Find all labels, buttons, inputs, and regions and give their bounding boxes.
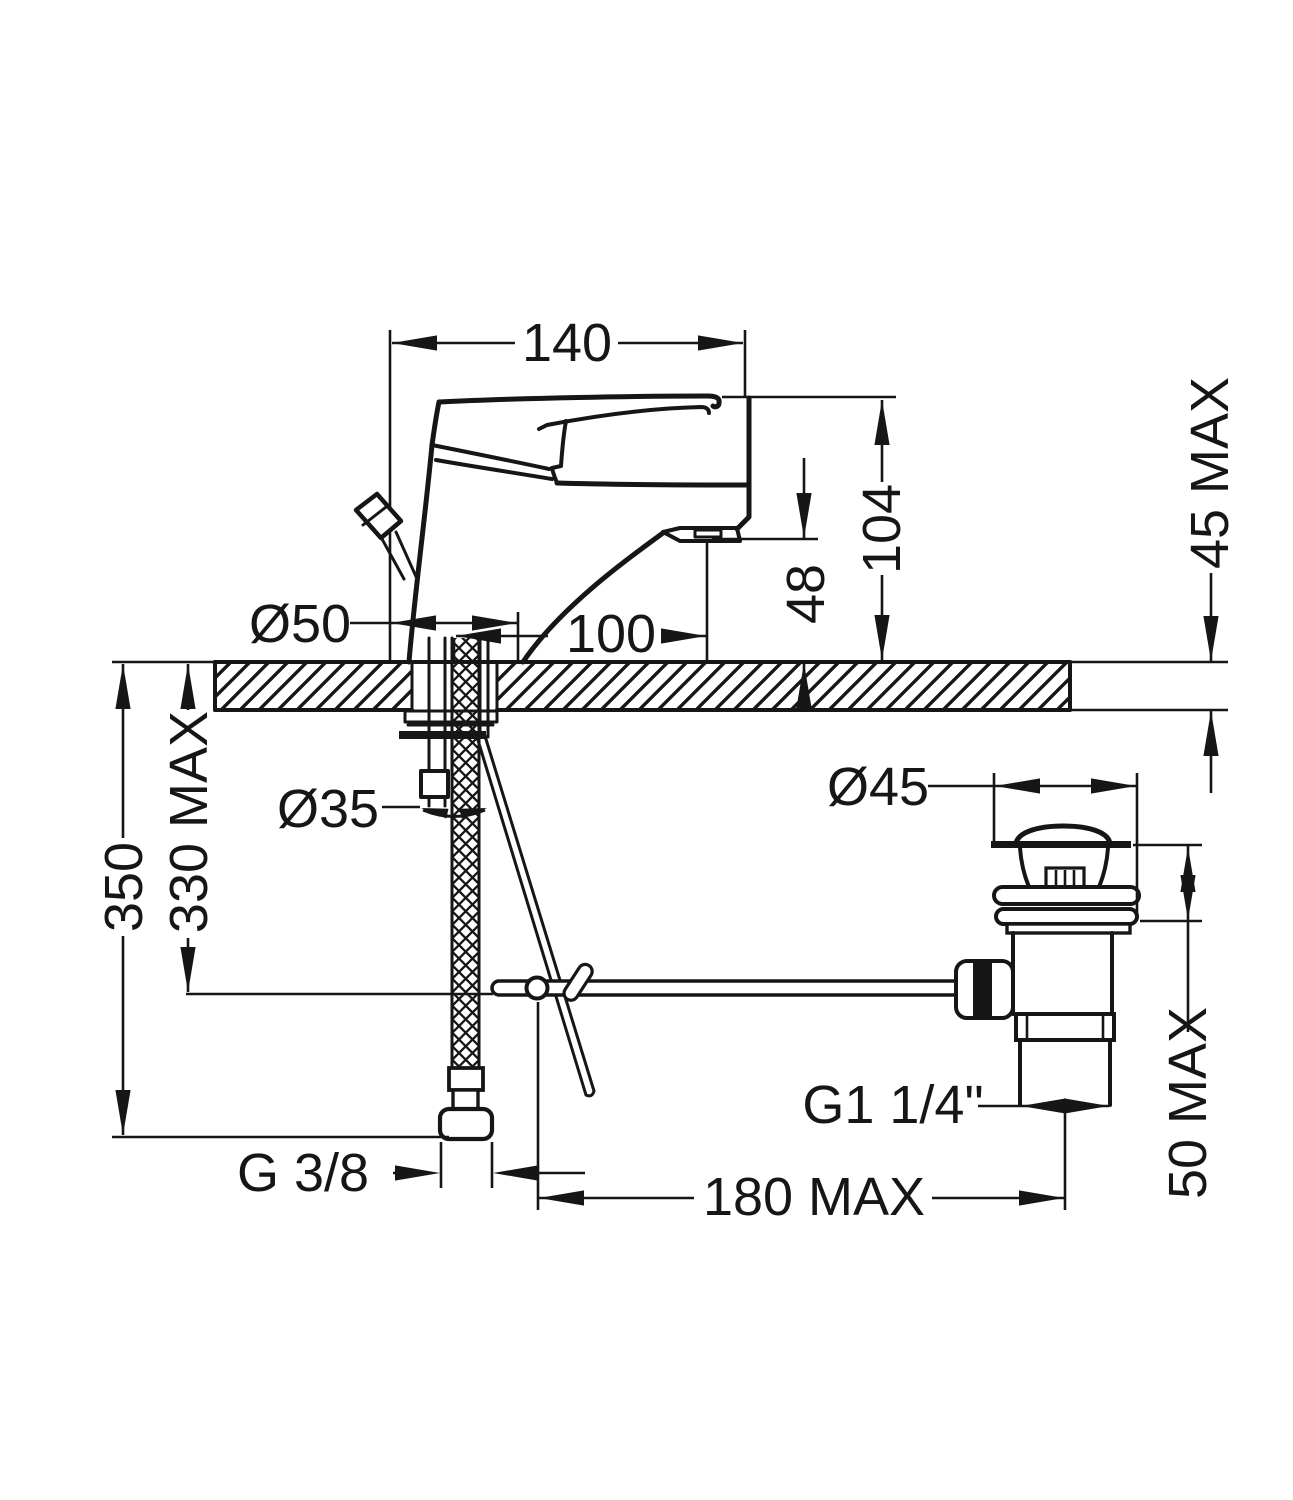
countertop-hatch-left [215,662,412,710]
tailpiece-tube [1018,1038,1112,1107]
spout-front-face [734,395,752,532]
dim-label-104: 104 [852,484,912,574]
rod-clamp [562,962,594,1002]
dim-label-dia35: Ø35 [277,779,379,839]
supply-hose-braid [452,638,479,1068]
waste-washer-lower [994,907,1139,926]
dim-label-350: 350 [94,842,154,932]
hose-connector-nut [437,1106,495,1142]
mounting-flange-plate [403,709,499,724]
dim-label-100: 100 [566,604,656,664]
handle-lever-inner-line [537,405,711,431]
dim-label-45-max: 45 MAX [1180,377,1240,569]
waste-washer-upper [992,885,1141,906]
dim-g38-lines [393,1142,585,1188]
countertop-section [213,660,1072,712]
dim-350-lines [112,660,449,1139]
waste-body-walls [1011,931,1114,1016]
spout-underside-edge [554,480,752,488]
pop-up-lift-rod-diagonal [475,734,596,1098]
dim-180max-lines [536,1002,1067,1210]
dim-label-dia45: Ø45 [827,757,929,817]
handle-lever-top [436,393,722,410]
handle-body-seam [430,443,554,481]
mounting-hole-edges [410,660,499,712]
waste-flange-seat [991,841,1131,848]
tailpiece-thread-band [1014,1012,1116,1042]
pop-up-horizontal-rod [490,979,962,997]
dim-label-330-max: 330 MAX [159,711,219,933]
dim-label-g114: G1 1/4" [802,1075,983,1135]
rod-ball-joint [524,975,550,1001]
side-lever-knob [353,491,404,541]
dim-45max-lines [1070,573,1228,793]
handle-lever-back-edge [429,399,442,448]
handle-lever-front-edge [550,419,568,485]
dim-label-180-max: 180 MAX [703,1167,925,1227]
hose-ferrule [447,1066,485,1092]
dim-35dia-arc [422,808,486,818]
dim-label-48: 48 [776,564,836,624]
stud-square-nut [419,769,450,799]
dimension-annotations: 140 104 48 45 MAX Ø50 100 Ø35 [94,313,1240,1227]
waste-body-step [1005,922,1132,935]
dim-label-140: 140 [522,313,612,373]
dim-label-50-max: 50 MAX [1158,1007,1218,1199]
hose-neck [451,1088,480,1111]
faucet-body [353,393,752,665]
mounting-nut-bar [399,731,486,739]
side-lever-stem [380,530,420,583]
waste-upper-body [1018,846,1110,889]
rod-side-port-ring [973,961,992,1018]
body-left-edge [406,442,435,665]
pop-up-waste-assembly [954,823,1141,1107]
aerator-outlet [693,528,723,539]
countertop-ends [213,660,1072,712]
side-lever-knob-seam [361,505,388,527]
dim-label-dia50: Ø50 [249,594,351,654]
waste-plug-dome [1013,823,1113,847]
dim-label-g38: G 3/8 [237,1143,369,1203]
tailpiece-thread-lines [1025,1014,1105,1040]
body-underside-curve [520,530,666,665]
dim-100-lines [452,543,709,662]
under-counter-assembly [399,636,962,1142]
countertop-hatch-right [497,662,1070,710]
